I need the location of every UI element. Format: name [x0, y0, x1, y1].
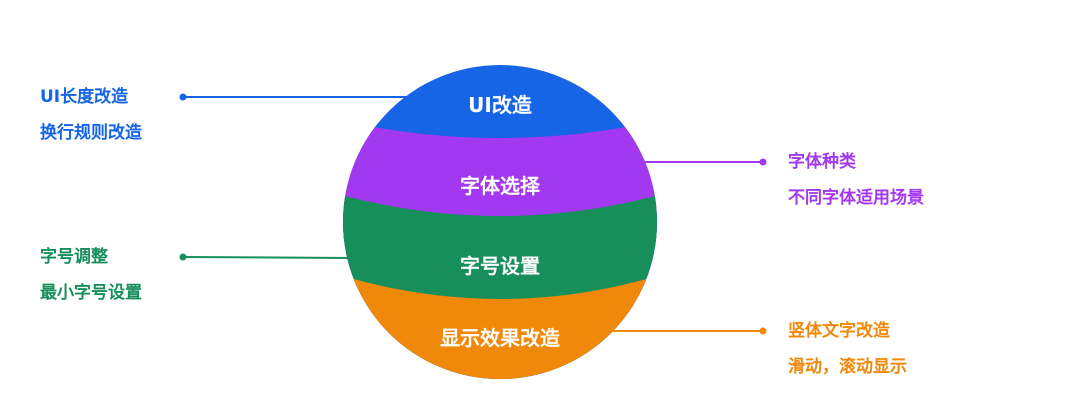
sphere: [343, 65, 657, 379]
note-ui-line2: 换行规则改造: [40, 123, 142, 143]
note-ui: UI长度改造 换行规则改造: [40, 79, 142, 151]
note-size-line2: 最小字号设置: [40, 283, 142, 303]
segment-ui-label: UI改造: [468, 93, 533, 117]
note-font-line1: 字体种类: [788, 152, 856, 172]
note-display-line2: 滑动，滚动显示: [788, 357, 907, 377]
connector-font-dot: [759, 158, 767, 166]
note-display: 竖体文字改造 滑动，滚动显示: [788, 313, 907, 385]
note-size-line1: 字号调整: [40, 247, 108, 267]
connector-size: [182, 256, 353, 259]
note-size: 字号调整 最小字号设置: [40, 239, 142, 311]
note-ui-line1: UI长度改造: [40, 87, 129, 107]
note-font-line2: 不同字体适用场景: [788, 188, 924, 208]
connector-size-dot: [179, 253, 187, 261]
segment-display-label: 显示效果改造: [440, 326, 561, 350]
connector-display-dot: [759, 327, 767, 335]
segment-size-label: 字号设置: [460, 254, 540, 278]
connector-ui-dot: [179, 93, 187, 101]
note-display-line1: 竖体文字改造: [788, 321, 890, 341]
segment-font-label: 字体选择: [460, 174, 541, 198]
note-font: 字体种类 不同字体适用场景: [788, 144, 924, 216]
